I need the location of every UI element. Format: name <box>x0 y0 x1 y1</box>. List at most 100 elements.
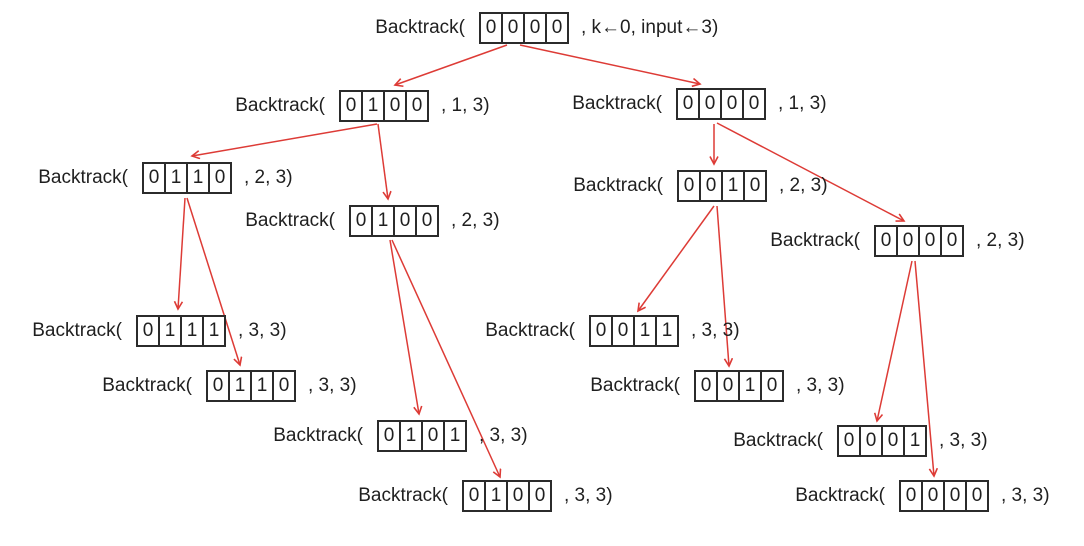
array-cell: 0 <box>760 372 782 400</box>
array-cell: 0 <box>905 485 917 506</box>
array-cell: 1 <box>655 317 677 345</box>
array-cell: 1 <box>371 207 393 235</box>
tree-edge-arrow <box>914 260 934 476</box>
node-call-label: Backtrack( <box>733 430 823 451</box>
array-cell: 0 <box>415 207 437 235</box>
node-call-label: Backtrack( <box>572 93 662 114</box>
array-cell: 0 <box>611 317 633 345</box>
array-cell: 0 <box>965 482 987 510</box>
node-call-label: Backtrack( <box>485 320 575 341</box>
array-box: 0 1 0 0 <box>349 205 439 237</box>
array-cell: 0 <box>212 375 224 396</box>
node-args-label: , 2, 3) <box>976 230 1025 251</box>
array-cell: 1 <box>633 317 655 345</box>
tree-edge-arrow <box>716 122 904 221</box>
array-cell: 0 <box>742 90 764 118</box>
node-call-label: Backtrack( <box>358 485 448 506</box>
array-cell: 1 <box>361 92 383 120</box>
tree-node: Backtrack( 0 1 0 0 , 1, 3) <box>175 89 490 123</box>
node-call-label: Backtrack( <box>375 17 465 38</box>
tree-node: Backtrack( 0 0 1 0 , 3, 3) <box>530 369 845 403</box>
node-args-label: , 3, 3) <box>939 430 988 451</box>
node-args-label: , 2, 3) <box>451 210 500 231</box>
node-args-label: , 1, 3) <box>441 95 490 116</box>
array-cell: 0 <box>682 93 694 114</box>
array-cell: 0 <box>918 227 940 255</box>
tree-node: Backtrack( 0 1 0 0 , 3, 3) <box>298 479 613 513</box>
array-cell: 0 <box>272 372 294 400</box>
node-args-label: , 1, 3) <box>778 93 827 114</box>
node-call-label: Backtrack( <box>38 167 128 188</box>
array-cell: 1 <box>202 317 224 345</box>
array-cell: 1 <box>158 317 180 345</box>
array-cell: 0 <box>208 164 230 192</box>
array-box: 0 1 0 1 <box>377 420 467 452</box>
array-box: 0 0 0 0 <box>676 88 766 120</box>
array-cell: 0 <box>881 427 903 455</box>
tree-node: Backtrack( 0 0 0 1 , 3, 3) <box>673 424 988 458</box>
array-cell: 1 <box>443 422 465 450</box>
array-box: 0 0 0 0 <box>479 12 569 44</box>
array-box: 0 0 0 0 <box>874 225 964 257</box>
array-cell: 0 <box>501 14 523 42</box>
array-cell: 0 <box>843 430 855 451</box>
array-cell: 0 <box>595 320 607 341</box>
array-box: 0 1 0 0 <box>339 90 429 122</box>
array-box: 0 0 0 0 <box>899 480 989 512</box>
tree-edge-arrow <box>186 197 240 365</box>
array-cell: 0 <box>485 17 497 38</box>
tree-node: Backtrack( 0 0 0 0 , 2, 3) <box>710 224 1025 258</box>
tree-edge-arrow <box>178 197 186 309</box>
node-call-label: Backtrack( <box>32 320 122 341</box>
tree-edge-arrow <box>519 44 700 84</box>
array-box: 0 0 0 1 <box>837 425 927 457</box>
tree-node: Backtrack( 0 0 0 0 , 3, 3) <box>735 479 1050 513</box>
tree-edge-arrow <box>391 239 500 477</box>
array-cell: 0 <box>506 482 528 510</box>
array-cell: 0 <box>880 230 892 251</box>
node-call-label: Backtrack( <box>573 175 663 196</box>
tree-node: Backtrack( 0 0 1 0 , 2, 3) <box>513 169 828 203</box>
array-cell: 0 <box>698 90 720 118</box>
node-args-label: , 3, 3) <box>564 485 613 506</box>
node-call-label: Backtrack( <box>235 95 325 116</box>
node-args-label: , k←0, input←3) <box>581 17 719 38</box>
node-call-label: Backtrack( <box>273 425 363 446</box>
array-cell: 1 <box>399 422 421 450</box>
array-cell: 0 <box>355 210 367 231</box>
tree-edge-arrow <box>877 260 913 421</box>
tree-node: Backtrack( 0 0 0 0 , 1, 3) <box>512 87 827 121</box>
array-cell: 0 <box>859 427 881 455</box>
node-args-label: , 3, 3) <box>1001 485 1050 506</box>
node-args-label: , 2, 3) <box>244 167 293 188</box>
array-cell: 0 <box>896 227 918 255</box>
tree-edge-arrow <box>192 123 378 156</box>
array-box: 0 1 0 0 <box>462 480 552 512</box>
tree-edge-arrow <box>395 44 508 85</box>
array-cell: 1 <box>903 427 925 455</box>
array-cell: 1 <box>250 372 272 400</box>
array-cell: 0 <box>405 92 427 120</box>
array-cell: 1 <box>164 164 186 192</box>
array-cell: 0 <box>468 485 480 506</box>
node-call-label: Backtrack( <box>245 210 335 231</box>
tree-node: Backtrack( 0 0 1 1 , 3, 3) <box>425 314 740 348</box>
node-args-label: , 3, 3) <box>308 375 357 396</box>
array-box: 0 1 1 0 <box>142 162 232 194</box>
tree-node: Backtrack( 0 1 1 0 , 3, 3) <box>42 369 357 403</box>
array-cell: 0 <box>383 425 395 446</box>
array-cell: 1 <box>180 317 202 345</box>
tree-node: Backtrack( 0 1 1 0 , 2, 3) <box>0 161 293 195</box>
array-cell: 0 <box>345 95 357 116</box>
node-args-label: , 3, 3) <box>796 375 845 396</box>
array-cell: 1 <box>721 172 743 200</box>
array-cell: 0 <box>545 14 567 42</box>
array-cell: 0 <box>743 172 765 200</box>
tree-edge-arrow <box>389 239 419 414</box>
array-cell: 0 <box>921 482 943 510</box>
array-cell: 1 <box>186 164 208 192</box>
array-cell: 1 <box>484 482 506 510</box>
array-cell: 0 <box>699 172 721 200</box>
array-cell: 0 <box>142 320 154 341</box>
